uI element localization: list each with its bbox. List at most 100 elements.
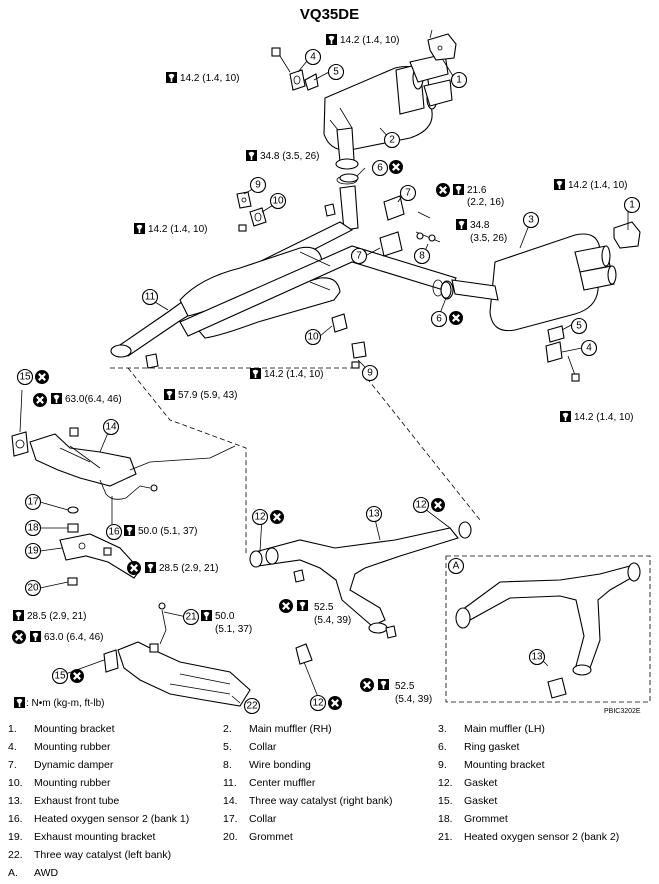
- callout-6a: 6: [371, 159, 389, 177]
- gasket-12-lower: [295, 643, 313, 665]
- rh-downpipe: [335, 127, 359, 231]
- callout-15b: 15: [51, 667, 69, 685]
- callout-4b-label: 4: [586, 343, 592, 354]
- mounting-rubber-10-lower: [331, 313, 348, 333]
- torque-spec: 14.2 (1.4, 10): [568, 180, 627, 191]
- nut-52-5b: [385, 625, 397, 639]
- collar-17: [67, 506, 79, 514]
- torque-spec: 63.0(6.4, 46): [65, 394, 122, 405]
- legend-number: [223, 864, 249, 882]
- legend-entry: 7.Dynamic damper: [8, 756, 223, 774]
- callout-15a: 15: [16, 368, 34, 386]
- torque-spec: 14.2 (1.4, 10): [574, 412, 633, 423]
- legend-number: [438, 864, 464, 882]
- bolt-28-5: [103, 547, 112, 556]
- legend-number: 9.: [438, 759, 447, 771]
- legend-label: Center muffler: [249, 777, 316, 789]
- collar-lower: [547, 325, 565, 343]
- do-not-reuse-icon: [10, 628, 28, 646]
- legend-label: AWD: [34, 867, 59, 879]
- torque-unit-note: : N•m (kg-m, ft-lb): [26, 698, 105, 709]
- dynamic-damper-lower: [379, 231, 403, 257]
- callout-12c: 12: [309, 694, 327, 712]
- legend-entry: 16.Heated oxygen sensor 2 (bank 1): [8, 810, 223, 828]
- legend-number: 20.: [223, 831, 238, 843]
- callout-9a: 9: [249, 176, 267, 194]
- torque-spec: 52.5: [314, 602, 334, 613]
- callout-18: 18: [24, 519, 42, 537]
- callout-13b-label: 13: [531, 652, 543, 663]
- callout-20-label: 20: [27, 583, 39, 594]
- legend-entry: 6.Ring gasket: [438, 738, 653, 756]
- nut-34-8: [324, 203, 336, 217]
- legend-row: 22.Three way catalyst (left bank): [8, 846, 653, 864]
- callout-7a-label: 7: [405, 188, 411, 199]
- legend-number: 1.: [8, 723, 17, 735]
- callout-6b-label: 6: [436, 314, 442, 325]
- do-not-reuse-icon: [268, 508, 286, 526]
- nut-52-5a: [293, 569, 305, 583]
- do-not-reuse-icon: [434, 181, 452, 199]
- callout-5a: 5: [327, 63, 345, 81]
- legend-number: 12.: [438, 777, 453, 789]
- callout-12a: 12: [251, 508, 269, 526]
- callout-8: 8: [413, 247, 431, 265]
- nut-63-a: [69, 427, 79, 437]
- torque-spec: 50.0: [215, 611, 235, 622]
- torque-spec: 21.6: [467, 185, 487, 196]
- legend-entry: 19.Exhaust mounting bracket: [8, 828, 223, 846]
- legend-number: 15.: [438, 795, 453, 807]
- heated-o2-sensor-bank1: [99, 479, 158, 500]
- legend-label: Mounting bracket: [34, 723, 115, 735]
- callout-3: 3: [522, 211, 540, 229]
- grommet-20: [67, 577, 78, 586]
- callout-19: 19: [24, 542, 42, 560]
- torque-spec: 50.0 (5.1, 37): [138, 526, 197, 537]
- do-not-reuse-icon: [33, 368, 51, 386]
- torque-wrench-icon: [453, 184, 464, 195]
- legend-number: A.: [8, 867, 18, 879]
- callout-18-label: 18: [27, 523, 39, 534]
- legend-label: Main muffler (LH): [464, 723, 545, 735]
- callout-13a: 13: [365, 505, 383, 523]
- callout-6b: 6: [430, 310, 448, 328]
- legend-row: 16.Heated oxygen sensor 2 (bank 1)17.Col…: [8, 810, 653, 828]
- torque-wrench-icon: [124, 525, 135, 536]
- dynamic-damper-upper: [383, 195, 405, 221]
- gasket-15-left: [11, 431, 29, 457]
- legend-entry: 21.Heated oxygen sensor 2 (bank 2): [438, 828, 653, 846]
- legend-number: 22.: [8, 849, 23, 861]
- legend-label: Mounting rubber: [34, 777, 111, 789]
- callout-21-label: 21: [185, 612, 197, 623]
- legend-entry: 1. Mounting bracket: [8, 720, 223, 738]
- callout-21: 21: [182, 608, 200, 626]
- callout-17: 17: [24, 493, 42, 511]
- legend-number: 19.: [8, 831, 23, 843]
- legend-number: [223, 846, 249, 864]
- callout-3-label: 3: [528, 215, 534, 226]
- callout-14: 14: [102, 418, 120, 436]
- legend-entry: 14.Three way catalyst (right bank): [223, 792, 438, 810]
- callout-1b: 1: [623, 196, 641, 214]
- legend-label: Mounting bracket: [464, 759, 545, 771]
- torque-wrench-icon: [166, 72, 177, 83]
- torque-wrench-icon: [378, 679, 389, 690]
- legend-entry: [223, 864, 438, 882]
- callout-4a-label: 4: [310, 52, 316, 63]
- nut-center-low: [351, 361, 360, 369]
- main-muffler-rh: [323, 53, 453, 151]
- legend-entry: 10.Mounting rubber: [8, 774, 223, 792]
- legend-entry: 22.Three way catalyst (left bank): [8, 846, 223, 864]
- legend-number: 11.: [223, 777, 237, 789]
- torque-wrench-icon: [51, 393, 62, 404]
- mounting-bracket-lh: [613, 221, 641, 249]
- legend-label: Exhaust front tube: [34, 795, 120, 807]
- callout-4b: 4: [580, 339, 598, 357]
- legend-label: Grommet: [249, 831, 293, 843]
- legend-number: 17.: [223, 813, 238, 825]
- legend-label: Mounting rubber: [34, 741, 111, 753]
